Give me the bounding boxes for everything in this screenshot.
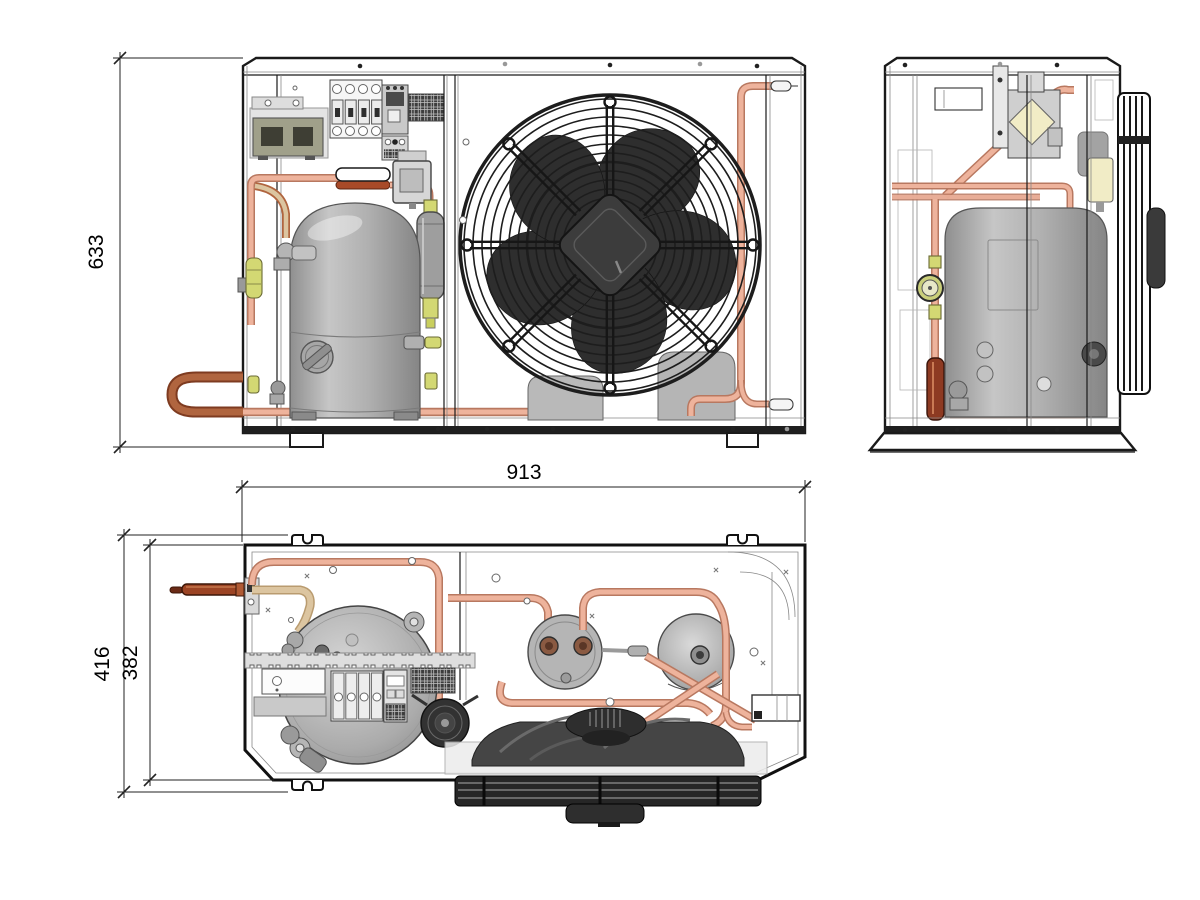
contactor — [381, 84, 409, 135]
compressor-front — [269, 202, 442, 421]
dim-label-913: 913 — [506, 461, 541, 484]
top-piping — [248, 558, 714, 717]
electrical-panel — [249, 79, 445, 161]
crankcase-heater — [335, 180, 391, 190]
motor-hub-top — [565, 803, 645, 824]
drier-side — [1087, 157, 1114, 203]
dim-label-382: 382 — [119, 645, 142, 680]
accumulator-top — [527, 614, 603, 690]
side-valve-assembly — [992, 65, 1109, 177]
suction-stub — [926, 357, 945, 421]
junction-box-top — [751, 694, 801, 722]
suction-u-pipe — [166, 371, 243, 418]
pressure-switch — [392, 150, 432, 209]
electrics-top — [253, 667, 456, 723]
schrader-port — [770, 80, 792, 92]
compressor-side — [944, 207, 1108, 418]
fan-motor-top — [411, 693, 479, 748]
dimension-depth-overall: 416 — [91, 528, 288, 799]
rivets — [265, 557, 789, 666]
frame-screws — [290, 61, 790, 432]
circuit-breaker — [329, 79, 384, 139]
mounting-brackets — [291, 534, 759, 791]
fan-edge-top — [444, 697, 768, 827]
dimension-width: 913 — [235, 461, 812, 542]
fan-hub — [558, 193, 662, 297]
fan-motor-side — [1146, 207, 1166, 289]
side-view — [867, 56, 1166, 453]
base-rail — [867, 431, 1138, 452]
top-piping-2 — [579, 588, 759, 731]
schrader-fitting — [627, 645, 649, 657]
front-view — [166, 56, 807, 448]
top-view — [169, 534, 807, 827]
front-feet — [289, 432, 759, 448]
mounting-plate — [251, 96, 304, 110]
bottom-rail — [243, 426, 805, 433]
fan-guard-spokes — [460, 95, 760, 395]
fan-guard-side — [1117, 92, 1166, 395]
suction-connection — [169, 582, 245, 597]
condenser-fan — [458, 93, 762, 397]
service-port — [768, 398, 794, 411]
dimension-depth-body: 382 — [119, 538, 274, 787]
vibration-absorber — [335, 167, 391, 182]
fan-guard-top — [454, 775, 762, 807]
dimension-height: 633 — [85, 51, 290, 454]
terminal-strip — [244, 652, 476, 669]
filter-drier — [416, 199, 445, 390]
dimensions: 633 913 416 382 — [85, 51, 812, 799]
service-valve — [245, 257, 263, 299]
dim-label-633: 633 — [85, 234, 108, 269]
name-plate — [934, 87, 983, 111]
accumulator-front — [527, 375, 604, 421]
terminal-blocks — [408, 93, 445, 122]
dim-label-416: 416 — [91, 646, 114, 681]
liquid-line-front — [687, 80, 798, 416]
